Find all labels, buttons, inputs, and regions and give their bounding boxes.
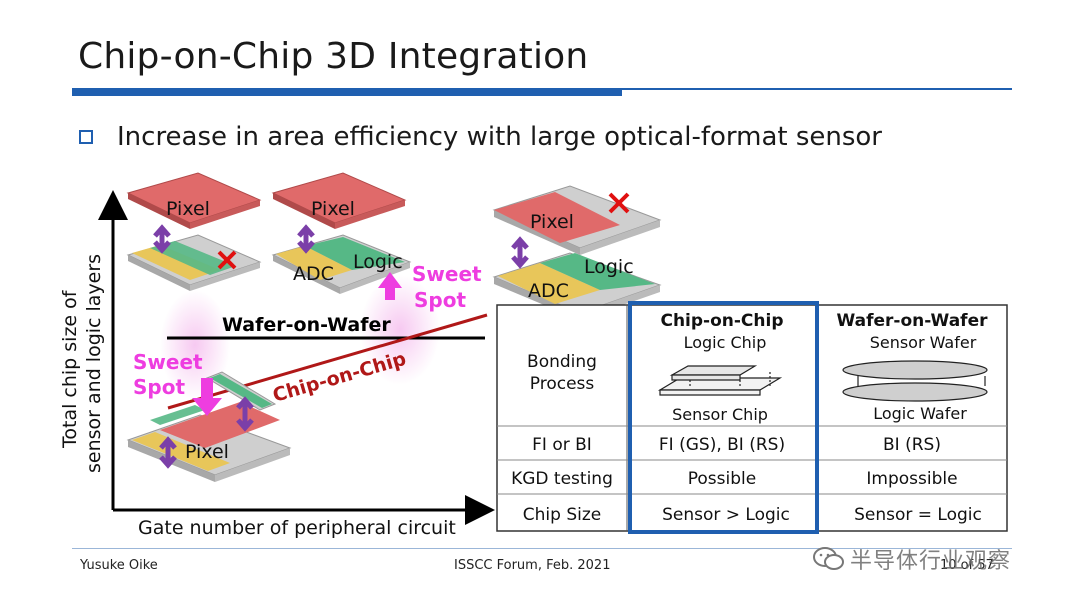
footer-event: ISSCC Forum, Feb. 2021 (454, 558, 611, 573)
chip1-bond-arrow (153, 224, 171, 254)
chip3-x-icon (608, 192, 630, 214)
footer-page-number: 10 of 57 (940, 558, 994, 573)
sweet-spot-left-line2: Spot (133, 375, 185, 399)
watermark-text: 半导体行业观察 (850, 549, 1012, 574)
chip3-adc-label: ADC (528, 280, 569, 302)
footer-rule (72, 548, 1012, 549)
coc-logic-chip-label: Logic Chip (684, 333, 767, 352)
chip-stack-3: Pixel ADC Logic (492, 185, 662, 320)
bullet-square-icon (79, 130, 93, 144)
coc-sensor-chip-label: Sensor Chip (672, 405, 768, 424)
chip4-bond-arrow-left (159, 436, 177, 469)
sweet-spot-glow-right (360, 275, 440, 385)
x-axis-label: Gate number of peripheral circuit (138, 517, 456, 539)
chip2-adc-label: ADC (293, 263, 334, 285)
title-underline-thin (622, 88, 1012, 90)
sweet-spot-right-line2: Spot (414, 288, 466, 312)
sweet-spot-left-line1: Sweet (133, 350, 203, 374)
row1-coc: FI (GS), BI (RS) (659, 435, 785, 455)
wow-bonding-diagram (842, 360, 988, 402)
row1-wow: BI (RS) (883, 435, 941, 455)
slide-title: Chip-on-Chip 3D Integration (78, 36, 589, 77)
chip-on-chip-line (167, 313, 488, 410)
wafer-on-wafer-label: Wafer-on-Wafer (222, 314, 391, 336)
row2-coc: Possible (688, 469, 756, 489)
chart-axes (98, 190, 495, 525)
coc-highlight-frame (628, 301, 819, 534)
chip2-pixel-label: Pixel (311, 198, 355, 220)
sweet-spot-right: Sweet Spot (378, 262, 482, 312)
chip1-x-icon (217, 250, 237, 270)
title-underline-thick (72, 88, 622, 96)
row3-coc: Sensor > Logic (662, 505, 790, 525)
row2-label: KGD testing (511, 469, 613, 489)
chip3-logic-label: Logic (584, 256, 634, 278)
chip2-bond-arrow (297, 224, 315, 254)
row3-wow: Sensor = Logic (854, 505, 982, 525)
chip3-pixel-label: Pixel (530, 211, 574, 233)
coc-col-header: Chip-on-Chip (660, 311, 783, 331)
chip4-bond-arrow-right (236, 396, 254, 432)
sweet-spot-left: Sweet Spot (133, 350, 222, 416)
row1-label: FI or BI (532, 435, 592, 455)
coc-bonding-diagram (657, 365, 783, 396)
chip3-bond-arrow (511, 236, 529, 269)
chip4-pixel-label: Pixel (185, 441, 229, 463)
y-axis-label-line2: sensor and logic layers (83, 254, 105, 473)
chip1-pixel-label: Pixel (166, 198, 210, 220)
wechat-icon (813, 547, 844, 570)
comparison-table: Chip-on-Chip Wafer-on-Wafer Bonding Proc… (496, 301, 1008, 534)
bullet-text: Increase in area efficiency with large o… (117, 122, 882, 152)
row3-label: Chip Size (523, 505, 601, 525)
bonding-label-line2: Process (530, 374, 595, 394)
bonding-label-line1: Bonding (527, 352, 597, 372)
row2-wow: Impossible (866, 469, 957, 489)
sweet-spot-glow-left (160, 290, 230, 400)
y-axis-label-line1: Total chip size of (59, 289, 81, 449)
chip2-logic-label: Logic (353, 251, 403, 273)
chip-stack-4: Pixel (126, 371, 292, 482)
chip-stack-2: Pixel ADC Logic (271, 172, 412, 294)
chip-stack-1: Pixel (126, 172, 262, 291)
wow-col-header: Wafer-on-Wafer (837, 311, 989, 331)
sweet-spot-right-line1: Sweet (412, 262, 482, 286)
footer-author: Yusuke Oike (80, 558, 158, 573)
wow-logic-wafer-label: Logic Wafer (873, 404, 967, 423)
wow-sensor-wafer-label: Sensor Wafer (870, 333, 977, 352)
